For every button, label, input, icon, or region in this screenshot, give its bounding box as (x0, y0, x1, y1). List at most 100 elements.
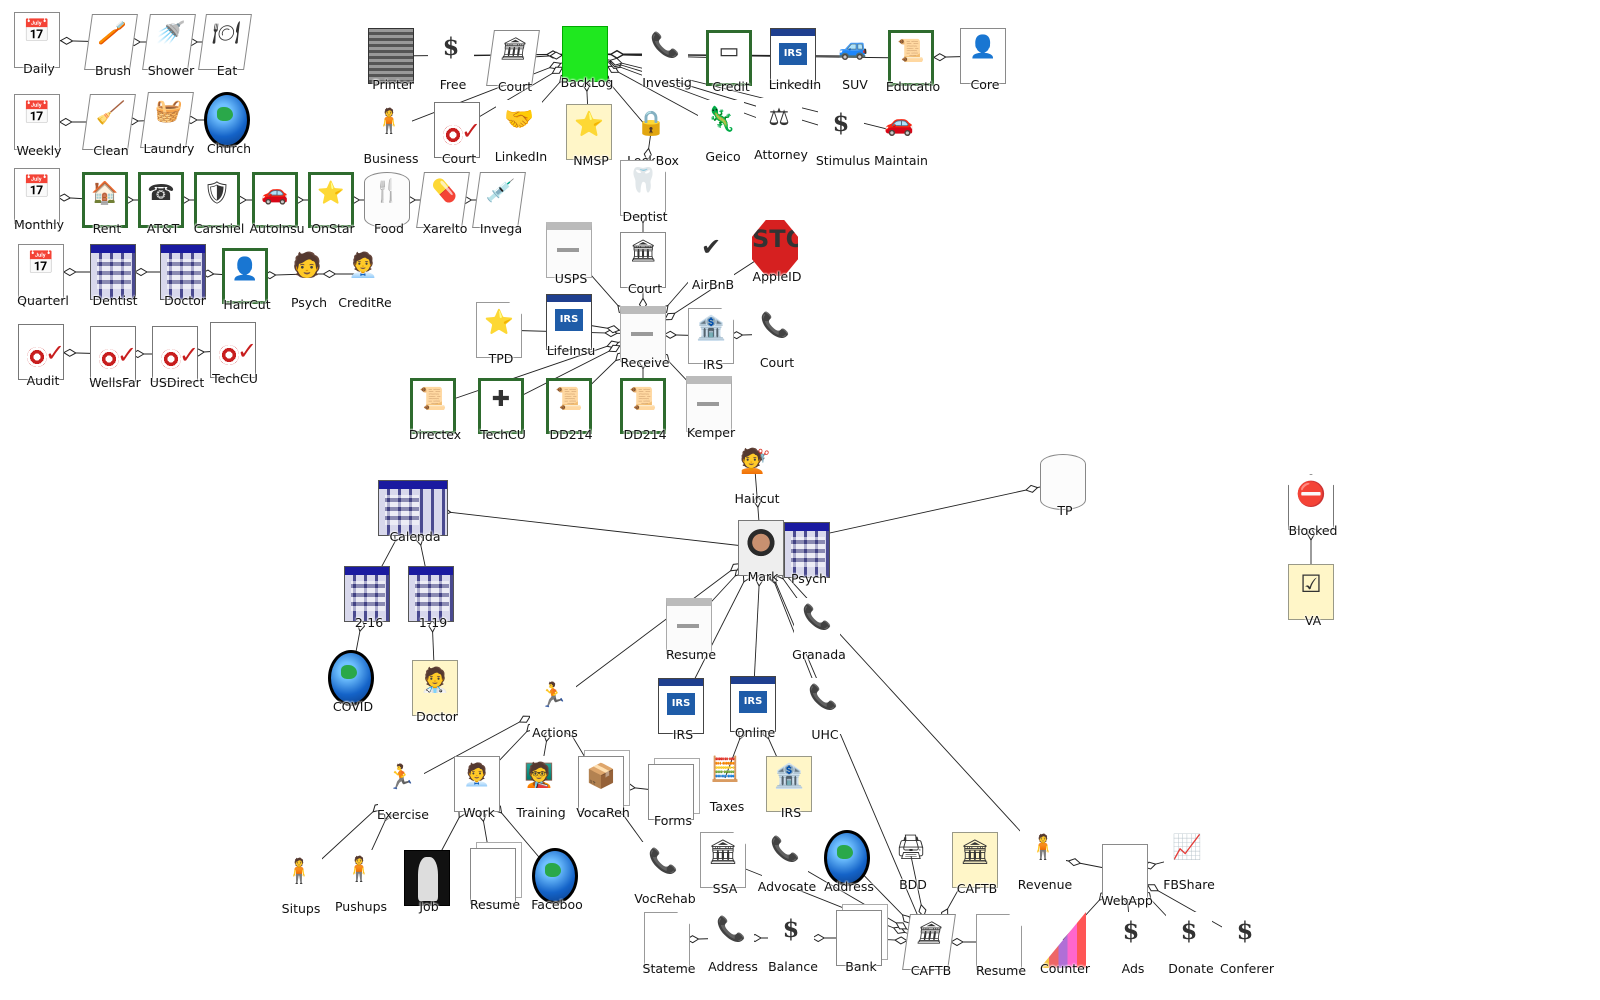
node-geico[interactable]: 🦎Geico (698, 100, 748, 164)
node-blocked[interactable]: ⛔Blocked (1288, 474, 1338, 538)
node-revenue[interactable]: 🧍Revenue (1018, 828, 1072, 892)
node-invega[interactable]: 💉Invega (472, 172, 526, 236)
node-donate[interactable]: $Donate (1166, 912, 1216, 976)
node-dd214-a[interactable]: 📜DD214 (546, 378, 596, 442)
node-work[interactable]: 🧑‍💼Work (454, 756, 504, 820)
node-rent[interactable]: 🏠Rent (82, 172, 132, 236)
node-usps[interactable]: USPS (546, 222, 596, 286)
node-suv[interactable]: 🚙SUV (830, 28, 880, 92)
node-techcu-a[interactable]: TechCU (210, 322, 260, 386)
node-attorney[interactable]: ⚖Attorney (754, 98, 808, 162)
node-airbnb[interactable]: ✔AirBnB (688, 228, 738, 292)
node-doctor-m[interactable]: 🧑‍⚕Doctor (412, 660, 462, 724)
node-counter[interactable]: Counter (1040, 912, 1090, 976)
node-audit[interactable]: Audit (18, 324, 68, 388)
node-brush[interactable]: 🪥Brush (84, 14, 138, 78)
node-resume-b[interactable]: Resume (976, 914, 1026, 978)
node-situps[interactable]: 🧍Situps (276, 852, 326, 916)
node-fbshare[interactable]: 📈FBShare (1163, 828, 1215, 892)
node-vocrehab-ph[interactable]: 📞VocRehab (634, 842, 696, 906)
node-kemper[interactable]: Kemper (686, 376, 736, 440)
node-court-c[interactable]: 🏛Court (620, 232, 670, 296)
node-xarelto[interactable]: 💊Xarelto (416, 172, 470, 236)
node-facebook[interactable]: Faceboo (531, 848, 583, 912)
node-job[interactable]: Job (404, 850, 454, 914)
node-actions[interactable]: 🏃Actions (530, 676, 580, 740)
node-statement[interactable]: Stateme (643, 912, 695, 976)
node-investig[interactable]: 📞Investig (642, 26, 692, 90)
node-exercise[interactable]: 🏃Exercise (377, 758, 429, 822)
node-balance[interactable]: $Balance (768, 910, 818, 974)
node-quarterly[interactable]: 📅Quarterl (17, 244, 69, 308)
node-mark[interactable]: Mark (738, 520, 788, 584)
node-credit[interactable]: ▭Credit (706, 30, 756, 94)
node-creditre[interactable]: 🧑‍💼CreditRe (338, 246, 391, 310)
node-court-2[interactable]: Court (434, 102, 484, 166)
node-caftb[interactable]: 🏛CAFTB (902, 914, 956, 978)
node-stimulus[interactable]: $Stimulus (816, 104, 870, 168)
node-resume-w[interactable]: Resume (470, 848, 520, 912)
node-monthly[interactable]: 📅Monthly (14, 168, 64, 232)
node-webapp[interactable]: WebApp (1101, 844, 1153, 908)
node-caftb-b[interactable]: 🏛CAFTB (952, 832, 1002, 896)
node-covid[interactable]: COVID (328, 650, 378, 714)
node-linkedin-2[interactable]: 🤝LinkedIn (495, 100, 547, 164)
node-usdirect[interactable]: USDirect (150, 326, 204, 390)
node-psych-q[interactable]: 🧑Psych (284, 246, 334, 310)
node-address-ph[interactable]: 📞Address (708, 910, 758, 974)
node-att[interactable]: ☎AT&T (138, 172, 188, 236)
node-taxes[interactable]: 🧮Taxes (702, 750, 752, 814)
node-irs-b[interactable]: 🏦IRS (766, 756, 816, 820)
node-core[interactable]: 👤Core (960, 28, 1010, 92)
node-shower[interactable]: 🚿Shower (142, 14, 196, 78)
node-backlog[interactable]: BackLog (561, 26, 613, 90)
node-onstar[interactable]: ⭐OnStar (308, 172, 358, 236)
node-daily[interactable]: 📅Daily (14, 12, 64, 76)
node-bank[interactable]: Bank (836, 910, 886, 974)
node-calendar[interactable]: Calenda (378, 480, 452, 544)
node-printer[interactable]: Printer (368, 28, 418, 92)
node-wellsfar[interactable]: WellsFar (89, 326, 141, 390)
node-lifeinsu[interactable]: LifeInsu (546, 294, 596, 358)
node-dentist-q[interactable]: Dentist (90, 244, 140, 308)
node-irs-m[interactable]: IRS (658, 678, 708, 742)
node-forms[interactable]: Forms (648, 764, 698, 828)
node-lockbox[interactable]: 🔒LockBox (627, 104, 679, 168)
node-tpd[interactable]: ⭐TPD (476, 302, 526, 366)
node-maintain[interactable]: 🚗Maintain (874, 104, 928, 168)
node-resume-m[interactable]: Resume (666, 598, 716, 662)
node-directex[interactable]: 📜Directex (409, 378, 461, 442)
node-advocate[interactable]: 📞Advocate (758, 830, 816, 894)
node-linkedin-top[interactable]: LinkedIn (769, 28, 821, 92)
node-carshield[interactable]: 🛡Carshiel (194, 172, 244, 236)
node-laundry[interactable]: 🧺Laundry (140, 92, 194, 156)
node-haircut-q[interactable]: 👤HairCut (222, 248, 272, 312)
node-vocareh[interactable]: 📦VocaReh (576, 756, 630, 820)
node-training[interactable]: 🧑‍🏫Training (516, 756, 566, 820)
node-uhc[interactable]: 📞UHC (800, 678, 850, 742)
node-court-ph[interactable]: 📞Court (752, 306, 802, 370)
node-address-g[interactable]: Address (824, 830, 874, 894)
node-educatio[interactable]: 📜Educatio (886, 30, 940, 94)
node-business[interactable]: 🧍Business (363, 102, 419, 166)
node-dentist-c[interactable]: 🦷Dentist (620, 160, 670, 224)
node-ads[interactable]: $Ads (1108, 912, 1158, 976)
node-dd214-b[interactable]: 📜DD214 (620, 378, 670, 442)
node-court-top[interactable]: 🏛Court (486, 30, 540, 94)
node-free[interactable]: $Free (428, 28, 478, 92)
node-tp[interactable]: TP (1040, 454, 1090, 518)
node-va[interactable]: ☑VA (1288, 564, 1338, 628)
node-autoins[interactable]: 🚗AutoInsu (249, 172, 305, 236)
node-d119[interactable]: 1-19 (408, 566, 458, 630)
node-d216[interactable]: 2-16 (344, 566, 394, 630)
node-techcu-c[interactable]: ✚TechCU (478, 378, 528, 442)
node-church[interactable]: Church (204, 92, 254, 156)
node-psych-m[interactable]: Psych (784, 522, 834, 586)
node-appleid[interactable]: STOPAppleID (752, 220, 802, 284)
node-bdd[interactable]: 🖨BDD (888, 828, 938, 892)
node-nmsp[interactable]: ⭐NMSP (566, 104, 616, 168)
node-conference[interactable]: $Conferer (1220, 912, 1274, 976)
node-eat[interactable]: 🍽Eat (198, 14, 252, 78)
node-online[interactable]: Online (730, 676, 780, 740)
node-granada[interactable]: 📞Granada (792, 598, 846, 662)
